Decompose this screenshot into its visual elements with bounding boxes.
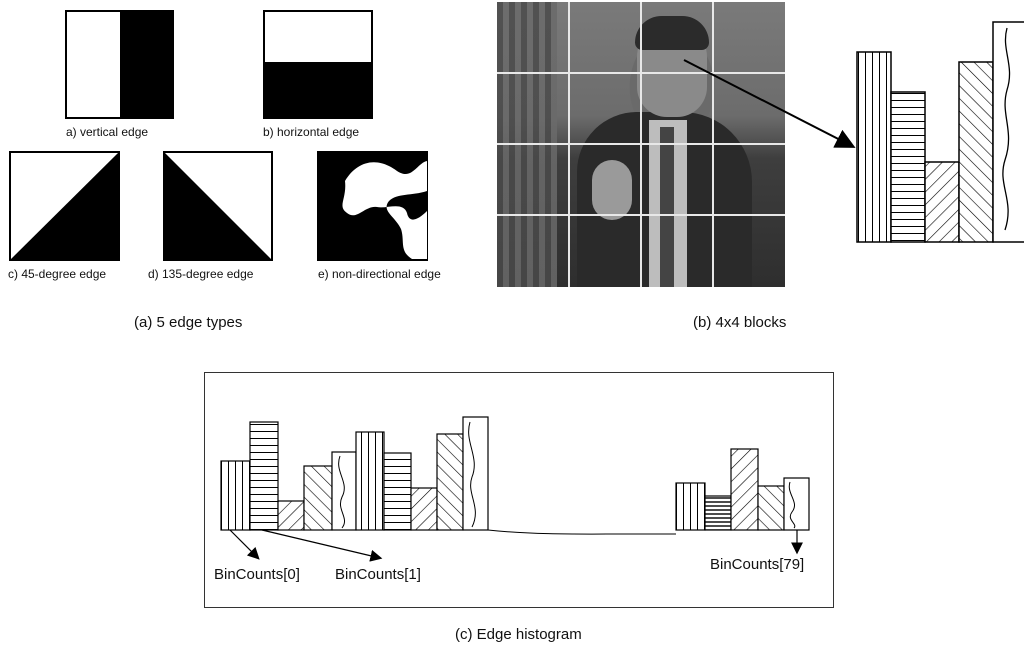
bin-label-first: BinCounts[0] bbox=[214, 566, 300, 583]
grid-line bbox=[568, 2, 570, 287]
photo-4x4-blocks bbox=[497, 2, 785, 287]
bin-label-second: BinCounts[1] bbox=[335, 566, 421, 583]
135-degree-edge-icon bbox=[163, 151, 273, 261]
person-hand bbox=[592, 160, 632, 220]
grid-line bbox=[640, 2, 642, 287]
horizontal-edge-icon bbox=[263, 10, 373, 119]
135-degree-edge-label: d) 135-degree edge bbox=[148, 267, 254, 281]
edge-histogram-caption: (c) Edge histogram bbox=[455, 626, 582, 643]
edge-types-caption: (a) 5 edge types bbox=[134, 314, 243, 331]
45-degree-edge-icon bbox=[9, 151, 120, 261]
non-directional-edge-icon bbox=[317, 151, 428, 261]
edge-histogram-chart bbox=[220, 416, 810, 562]
45-degree-edge-label: c) 45-degree edge bbox=[8, 267, 107, 281]
block-histogram-mini bbox=[856, 21, 1024, 243]
vertical-edge-label: a) vertical edge bbox=[66, 125, 149, 139]
block-histogram-arrow bbox=[683, 59, 856, 148]
grid-line bbox=[712, 2, 714, 287]
edge-histogram-frame bbox=[204, 372, 834, 608]
non-directional-edge-label: e) non-directional edge bbox=[318, 267, 441, 281]
person-tie bbox=[660, 127, 674, 287]
bin-label-last: BinCounts[79] bbox=[710, 556, 805, 573]
person-hair bbox=[635, 16, 709, 50]
blocks-caption: (b) 4x4 blocks bbox=[693, 314, 787, 331]
vertical-edge-icon bbox=[65, 10, 174, 119]
horizontal-edge-label: b) horizontal edge bbox=[263, 125, 360, 139]
